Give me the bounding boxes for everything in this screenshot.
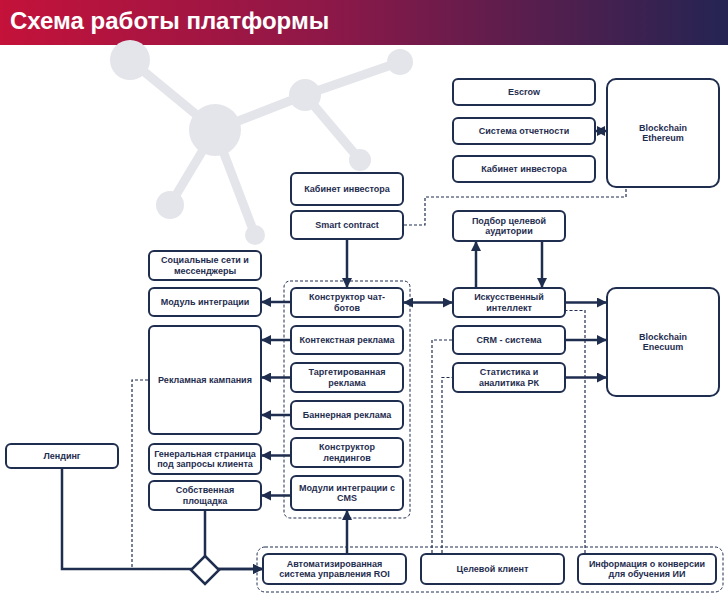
dashed-connector [432,340,452,553]
box-label: Автоматизированная система управления RO… [264,559,405,580]
box-label: Собственная площадка [150,485,260,506]
box-label: Подбор целевой аудитории [454,216,564,237]
process-box: Smart contract [290,210,404,240]
deco-atom [349,149,371,171]
arrow-connector [262,339,290,342]
box-label: Smart contract [311,220,383,230]
process-box: Собственная площадка [148,480,262,511]
arrow-connector [262,376,290,379]
process-box: Конструктор чат-ботов [290,287,404,318]
deco-atom [156,191,184,219]
box-label: Кабинет инвестора [477,164,571,174]
dashed-connector [566,311,585,554]
arrow-connector [346,240,349,287]
process-box: Кабинет инвестора [452,155,596,183]
box-label: Баннерная реклама [299,410,395,420]
process-box: Автоматизированная система управления RO… [262,553,407,585]
arrow-connector [566,339,606,342]
process-box: Статистика и аналитика РК [452,362,566,393]
process-box: Баннерная реклама [290,400,404,430]
process-box: Социальные сети и мессенджеры [148,250,262,281]
deco-atom [110,40,150,80]
process-box: Escrow [452,78,596,106]
arrow-connector [62,469,262,569]
process-box: Искусственный интеллект [452,287,566,318]
process-box: Blockchain Enecuum [606,287,720,397]
process-box: Система отчетности [452,117,596,145]
deco-atom [387,49,413,75]
box-label: Генеральная страница под запросы клиента [150,449,260,470]
process-box: Контекстная реклама [290,325,404,355]
group-frame [257,547,723,592]
process-box: CRM - система [452,325,566,355]
process-box: Рекламная кампания [148,325,262,435]
box-label: Статистика и аналитика РК [454,367,564,388]
dashed-connector [442,378,452,554]
process-box: Модуль интеграции [148,287,262,317]
arrow-connector [262,414,290,417]
arrow-connector [205,511,262,569]
deco-atom [189,104,241,156]
title-holder: Схема работы платформы [10,6,329,36]
group-frame [284,281,410,518]
process-box: Целевой клиент [420,553,565,585]
arrow-connector [404,301,452,304]
box-label: Модуль интеграции [157,297,254,307]
process-box: Таргетированная реклама [290,362,404,393]
arrow-connector [475,242,478,287]
box-label: Рекламная кампания [154,375,256,385]
box-label: Модули интеграции с CMS [292,483,402,504]
box-label: Таргетированная реклама [292,367,402,388]
arrow-connector [262,301,290,304]
arrow-connector [566,301,606,304]
arrow-connector [346,511,349,553]
process-box: Кабинет инвестора [290,172,404,206]
box-label: Escrow [504,87,544,97]
arrow-connector [596,130,606,133]
process-box: Информация о конверсии для обучения ИИ [577,553,717,585]
box-label: Целевой клиент [453,564,533,574]
box-label: Конструктор лендингов [292,442,402,463]
deco-atom [245,225,265,245]
box-label: Конструктор чат-ботов [292,292,402,313]
process-box: Подбор целевой аудитории [452,210,566,242]
diagram-title: Схема работы платформы [10,6,329,36]
box-label: Лендинг [39,451,84,461]
process-box: Модули интеграции с CMS [290,475,404,511]
box-label: Контекстная реклама [295,335,398,345]
process-box: Blockchain Ethereum [606,78,720,188]
arrow-connector [262,454,290,457]
arrow-connector [262,494,290,497]
deco-atom [289,79,321,111]
arrow-connector [541,242,544,287]
box-label: Blockchain Ethereum [628,123,698,144]
box-label: Искусственный интеллект [454,292,564,313]
process-box: Генеральная страница под запросы клиента [148,443,262,475]
process-box: Конструктор лендингов [290,437,404,468]
box-label: Blockchain Enecuum [628,332,698,353]
box-label: Информация о конверсии для обучения ИИ [579,559,715,580]
box-label: Система отчетности [475,126,573,136]
box-label: Социальные сети и мессенджеры [150,255,260,276]
junction-diamond [191,556,219,584]
box-label: Кабинет инвестора [300,184,394,194]
arrow-connector [566,376,606,379]
box-label: CRM - система [473,335,546,345]
process-box: Лендинг [5,443,119,469]
